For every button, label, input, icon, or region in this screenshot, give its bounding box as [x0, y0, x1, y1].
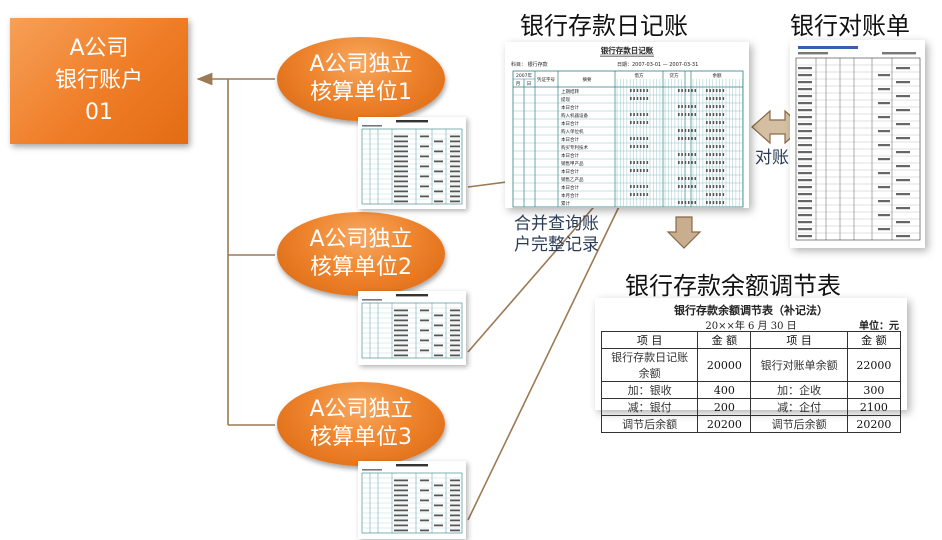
journal-doc-date-range: 日期：2007-03-01 — 2007-03-31 [617, 62, 698, 68]
recon-cell: 调节后余额 [750, 415, 848, 433]
journal-summary-cell: 本月合计 [561, 192, 579, 199]
arrow-unit2-to-journal [467, 184, 614, 353]
journal-summary-cell: 本日合计 [561, 120, 579, 127]
unit-3-ledger-thumbnail [358, 461, 466, 539]
reconciliation-document: 银行存款余额调节表（补记法） 20××年 6 月 30 日 单位：元 项 目 金… [595, 298, 907, 433]
unit-3-line2: 核算单位3 [310, 425, 412, 450]
recon-row: 调节后余额 20200 调节后余额 20200 [600, 415, 902, 433]
recon-cell: 减：企付 [750, 398, 848, 416]
recon-cell: 20200 [697, 415, 752, 433]
journal-summary-cell: 本日合计 [561, 104, 579, 111]
recon-header-cell: 金 额 [846, 331, 902, 349]
reconcile-label: 对账 [755, 148, 789, 168]
recon-cell: 银行存款日记账余额 [600, 348, 699, 382]
unit-3-line1: A公司独立 [309, 397, 413, 422]
reconciliation-heading: 银行存款余额调节表 [625, 272, 841, 300]
merge-note-line1: 合并查询账 [514, 214, 599, 234]
journal-summary-cell: 本日合计 [561, 136, 579, 143]
recon-cell: 400 [697, 381, 752, 399]
recon-table: 项 目 金 额 项 目 金 额 银行存款日记账余额 20000 银行对账单余额 … [600, 331, 902, 433]
bank-account-line3: 01 [85, 100, 113, 125]
journal-col-debit: 借方 [635, 72, 644, 79]
down-arrow-journal [666, 216, 702, 249]
unit-1-line1: A公司独立 [309, 52, 413, 77]
recon-cell: 调节后余额 [600, 415, 699, 433]
unit-1-ledger-thumbnail [358, 117, 466, 209]
journal-document: 银行存款日记账 科目： 银行存款 日期：2007-03-01 — 2007-03… [505, 42, 749, 208]
recon-cell: 200 [697, 398, 752, 416]
journal-summary-cell: 购入单位机 [561, 128, 584, 135]
recon-doc-unit: 单位：元 [859, 321, 899, 332]
recon-row: 加：银收 400 加：企收 300 [600, 381, 902, 399]
journal-summary-cell: 销售乙产品 [561, 176, 584, 183]
recon-header-cell: 项 目 [600, 331, 699, 349]
recon-cell: 300 [846, 381, 902, 399]
merge-note-line2: 户完整记录 [514, 235, 599, 255]
unit-2-line2: 核算单位2 [310, 255, 412, 280]
recon-cell: 银行对账单余额 [750, 348, 848, 382]
recon-doc-date: 20××年 6 月 30 日 [705, 321, 797, 332]
recon-cell: 加：企收 [750, 381, 848, 399]
journal-doc-title: 银行存款日记账 [601, 45, 654, 55]
journal-heading: 银行存款日记账 [520, 12, 688, 40]
unit-2-line1: A公司独立 [309, 227, 413, 252]
bank-account-line2: 银行账户 [54, 68, 143, 93]
statement-heading: 银行对账单 [790, 12, 910, 40]
journal-summary-cell: 销售甲产品 [561, 160, 584, 167]
journal-col-balance: 余额 [713, 72, 722, 79]
recon-cell: 减：银付 [600, 398, 699, 416]
unit-2-oval: A公司独立 核算单位2 [277, 212, 445, 296]
journal-doc-subject: 科目： 银行存款 [511, 61, 548, 68]
journal-summary-cell: 本日合计 [561, 184, 579, 191]
recon-cell: 22000 [846, 348, 902, 382]
journal-col-month: 月 [516, 81, 521, 87]
statement-document [790, 40, 925, 248]
unit-1-line2: 核算单位1 [310, 80, 412, 105]
recon-header-cell: 金 额 [697, 331, 752, 349]
journal-summary-cell: 购入机器设备 [561, 112, 588, 119]
journal-col-year: 2007年 [516, 72, 532, 79]
recon-row: 银行存款日记账余额 20000 银行对账单余额 22000 [600, 348, 902, 382]
recon-header-cell: 项 目 [750, 331, 848, 349]
journal-summary-cell: 购买专利技术 [561, 144, 588, 151]
recon-row: 减：银付 200 减：企付 2100 [600, 398, 902, 416]
merge-query-note: 合并查询账 户完整记录 [514, 214, 599, 256]
unit-2-ledger-thumbnail [358, 291, 466, 365]
recon-doc-title: 银行存款余额调节表（补记法） [674, 304, 828, 317]
bank-account-line1: A公司 [69, 36, 129, 61]
journal-col-voucher: 凭证字号 [537, 76, 555, 83]
journal-summary-cell: 上期结转 [561, 88, 579, 95]
recon-cell: 加：银收 [600, 381, 699, 399]
unit-3-oval: A公司独立 核算单位3 [277, 382, 445, 466]
arrow-unit3-to-journal [467, 186, 629, 521]
recon-cell: 20000 [697, 348, 752, 382]
journal-summary-cell: 本日合计 [561, 152, 579, 159]
journal-summary-cell: 累计 [561, 200, 570, 207]
bank-account-box: A公司 银行账户 01 [10, 18, 188, 144]
recon-cell: 2100 [846, 398, 902, 416]
journal-col-summary: 摘要 [583, 76, 592, 83]
journal-summary-cell: 提现 [561, 96, 570, 103]
unit-1-oval: A公司独立 核算单位1 [277, 37, 445, 121]
journal-col-day: 日 [527, 81, 532, 87]
recon-header-row: 项 目 金 额 项 目 金 额 [600, 331, 902, 349]
recon-cell: 20200 [846, 415, 902, 433]
journal-col-credit: 贷方 [670, 72, 679, 79]
journal-summary-cell: 本日合计 [561, 168, 579, 175]
